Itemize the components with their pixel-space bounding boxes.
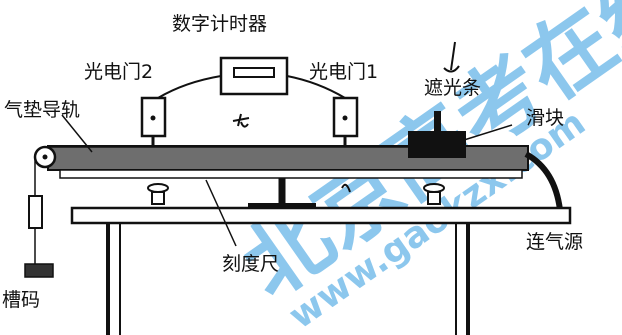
label-weight: 槽码: [2, 289, 40, 311]
cable-left: [157, 75, 222, 99]
shading-strip: [434, 111, 441, 133]
cable-mark: [232, 113, 250, 128]
label-timer: 数字计时器: [172, 13, 267, 35]
middle-base: [248, 203, 316, 210]
table-top: [70, 206, 572, 225]
label-photogate-1: 光电门1: [309, 61, 378, 83]
left-support: [147, 183, 169, 205]
label-shading-strip: 遮光条: [424, 77, 481, 99]
label-air-track: 气垫导轨: [4, 99, 80, 121]
air-track-rail: [59, 169, 523, 179]
timer-display: [233, 67, 275, 78]
photogate-1-sensor: [342, 115, 348, 121]
hanging-mass: [28, 195, 43, 229]
slider-block: [408, 131, 466, 158]
photogate-2-sensor: [150, 115, 156, 121]
leader-slider: [463, 124, 513, 141]
air-hose: [524, 151, 563, 211]
right-support: [423, 183, 445, 205]
label-photogate-2: 光电门2: [84, 61, 153, 83]
timer-box: [219, 56, 289, 96]
pen-mark: [443, 41, 460, 73]
label-slider: 滑块: [526, 107, 564, 129]
label-ruler: 刻度尺: [222, 253, 279, 275]
leader-rail: [61, 114, 93, 153]
pulley-axle: [42, 154, 48, 160]
label-air-source: 连气源: [526, 231, 583, 253]
weight-block: [24, 263, 54, 278]
cable-right: [286, 75, 346, 99]
leader-ruler: [205, 179, 237, 247]
